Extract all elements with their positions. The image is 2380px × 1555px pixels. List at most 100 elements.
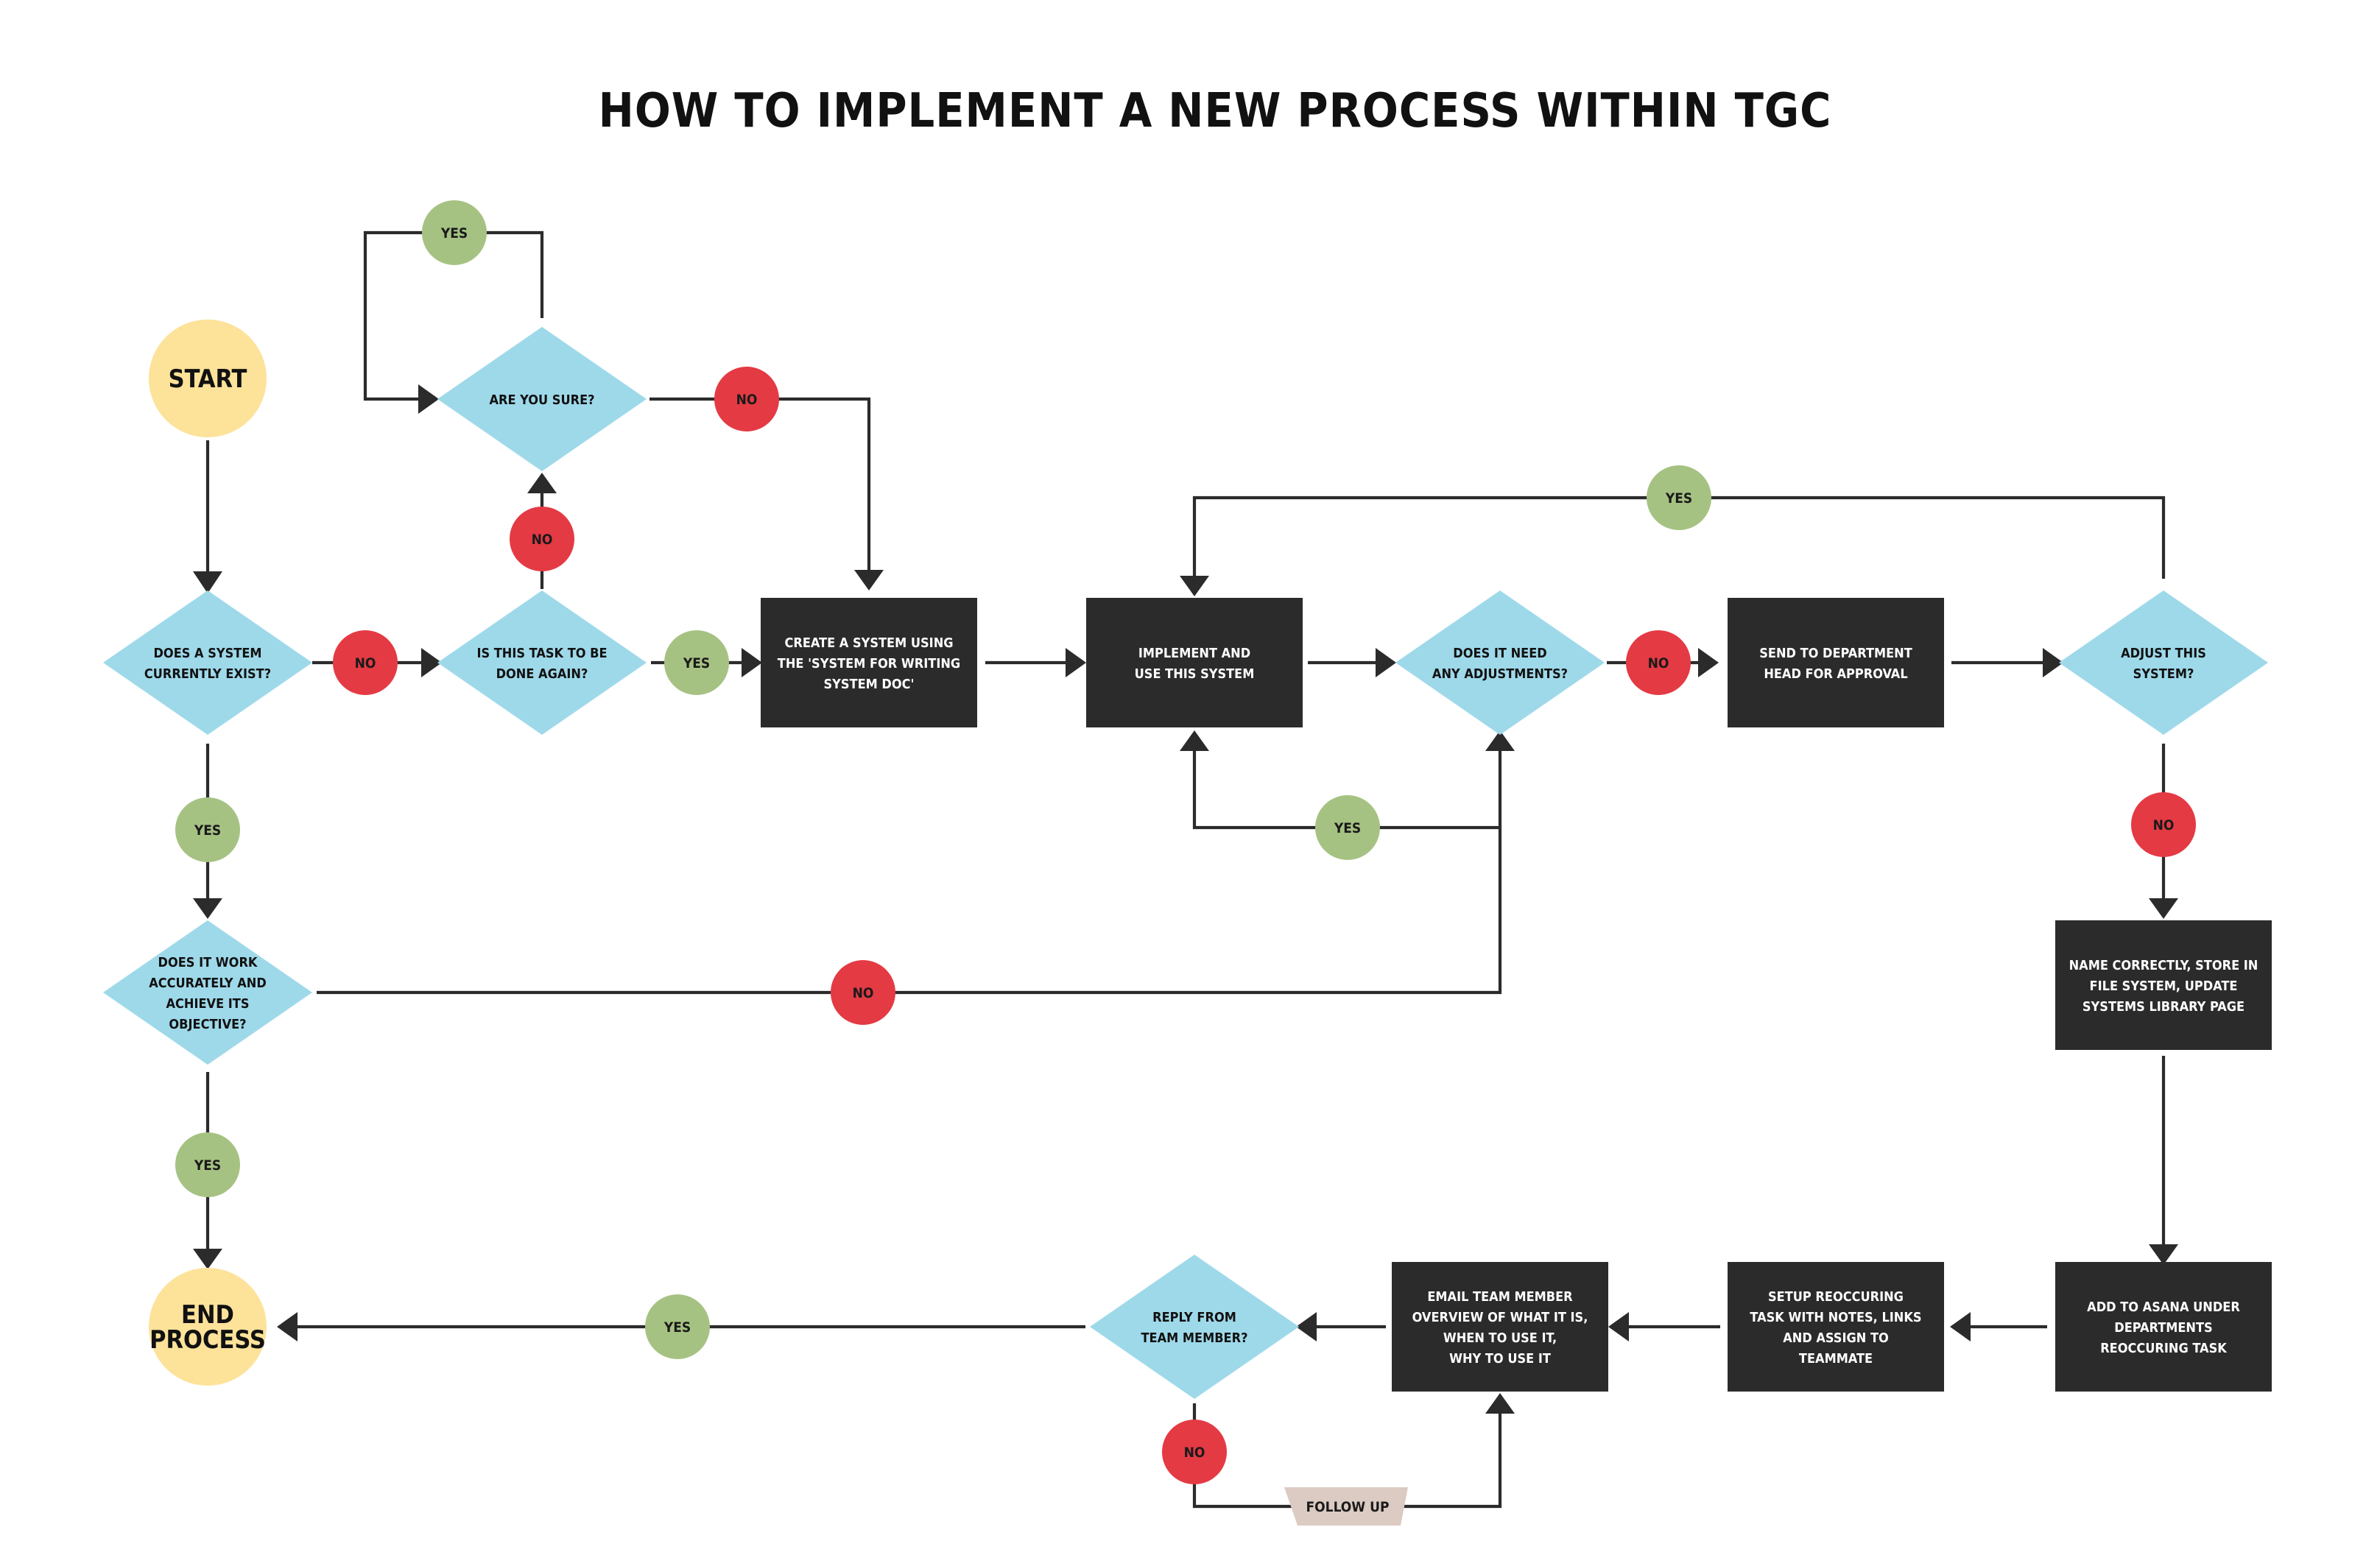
- arrowhead: [193, 1249, 222, 1269]
- node-create: CREATE A SYSTEM USING THE 'SYSTEM FOR WRI…: [761, 598, 977, 727]
- follow-up-label: FOLLOW UP: [1306, 1499, 1389, 1515]
- arrowhead: [1485, 1393, 1515, 1414]
- no-badge: NO: [1626, 630, 1691, 695]
- edge-adjustments-implement: [1192, 747, 1500, 830]
- arrowhead: [1608, 1312, 1629, 1341]
- nodes: START DOES A SYSTEM CURRENTLY EXIST? IS THI…: [103, 320, 2272, 1399]
- yes-badge-label: YES: [663, 1319, 691, 1336]
- no-badge-circle: [2131, 792, 2196, 857]
- arrowhead: [1296, 1312, 1317, 1341]
- edge-sure-loop: [363, 230, 544, 401]
- process-box: [761, 598, 977, 727]
- no-badge-label: NO: [532, 532, 553, 548]
- no-badge-circle: [1626, 630, 1691, 695]
- yes-badge-circle: [422, 200, 487, 265]
- node-label-line: DOES IT WORK: [158, 955, 258, 970]
- node-label-line: IMPLEMENT AND: [1138, 646, 1250, 661]
- yes-badge: YES: [1315, 795, 1380, 860]
- node-again: IS THIS TASK TO BE DONE AGAIN?: [437, 590, 647, 735]
- no-badge-label: NO: [736, 392, 758, 408]
- decision-diamond: [1090, 1255, 1299, 1399]
- node-label-line: PROCESS: [149, 1325, 266, 1355]
- node-sure: ARE YOU SURE?: [437, 327, 647, 471]
- node-works: DOES IT WORK ACCURATELY AND ACHIEVE ITS OBJ…: [103, 920, 312, 1065]
- yes-badge-circle: [1315, 795, 1380, 860]
- arrowhead: [1180, 730, 1209, 751]
- no-badge: NO: [831, 960, 895, 1025]
- node-label-line: THE 'SYSTEM FOR WRITING: [778, 656, 960, 671]
- node-label-line: ADD TO ASANA UNDER: [2087, 1300, 2240, 1315]
- arrowhead: [193, 898, 222, 919]
- yes-badge-label: YES: [194, 1157, 221, 1174]
- terminal-circle: [149, 1268, 267, 1386]
- node-label-line: SYSTEMS LIBRARY PAGE: [2082, 999, 2245, 1015]
- node-label-line: OVERVIEW OF WHAT IT IS,: [1412, 1310, 1588, 1325]
- node-label-line: DONE AGAIN?: [496, 666, 588, 682]
- node-label-line: SETUP REOCCURING: [1768, 1289, 1904, 1305]
- node-implement: IMPLEMENT AND USE THIS SYSTEM: [1086, 598, 1303, 727]
- arrowhead: [527, 473, 557, 493]
- decision-diamond: [2059, 590, 2268, 735]
- node-start: START: [149, 320, 267, 437]
- node-label-line: WHEN TO USE IT,: [1443, 1330, 1557, 1346]
- node-label-line: REPLY FROM: [1152, 1310, 1236, 1325]
- node-reply: REPLY FROM TEAM MEMBER?: [1090, 1255, 1299, 1399]
- arrowhead: [2043, 648, 2063, 677]
- node-label-line: TASK WITH NOTES, LINKS: [1750, 1310, 1921, 1325]
- node-label-line: USE THIS SYSTEM: [1135, 666, 1255, 682]
- decision-diamond: [103, 590, 312, 735]
- no-badge-circle: [831, 960, 895, 1025]
- arrowhead: [742, 648, 762, 677]
- edge-works-adjustments: [317, 747, 1502, 995]
- arrowhead: [1376, 648, 1396, 677]
- process-box: [1086, 598, 1303, 727]
- node-label-line: START: [169, 364, 247, 394]
- arrowheads: [193, 384, 2178, 1414]
- terminal-circle: [149, 320, 267, 437]
- node-label-line: ARE YOU SURE?: [489, 392, 594, 408]
- process-box: [1392, 1262, 1608, 1392]
- arrowhead: [854, 570, 884, 590]
- process-box: [2055, 920, 2272, 1050]
- node-label-line: ANY ADJUSTMENTS?: [1432, 666, 1568, 682]
- node-label-line: DOES A SYSTEM: [153, 646, 261, 661]
- node-label-line: SEND TO DEPARTMENT: [1759, 646, 1912, 661]
- process-box: [2055, 1262, 2272, 1392]
- no-badge: NO: [1162, 1420, 1227, 1484]
- node-label-line: SYSTEM?: [2133, 666, 2194, 682]
- yes-badge: YES: [175, 1132, 240, 1197]
- node-label-line: ACHIEVE ITS: [166, 996, 249, 1012]
- no-badge-label: NO: [2153, 817, 2175, 833]
- node-label-line: SYSTEM DOC': [824, 677, 915, 692]
- node-label-line: CURRENTLY EXIST?: [144, 666, 271, 682]
- node-label-line: ADJUST THIS: [2121, 646, 2206, 661]
- node-asana: ADD TO ASANA UNDERDEPARTMENTSREOCCURING …: [2055, 1262, 2272, 1392]
- yes-badge-circle: [664, 630, 729, 695]
- node-label-line: IS THIS TASK TO BE: [476, 646, 607, 661]
- yes-badge-circle: [1647, 465, 1711, 530]
- process-box: [1728, 598, 1944, 727]
- arrowhead: [1698, 648, 1719, 677]
- node-label-line: OBJECTIVE?: [169, 1017, 246, 1032]
- node-label-line: DEPARTMENTS: [2114, 1320, 2212, 1336]
- yes-badge-label: YES: [1334, 820, 1361, 836]
- node-label-line: END: [181, 1300, 234, 1330]
- follow-up-note-shape: [1284, 1487, 1408, 1526]
- yes-badge-circle: [175, 1132, 240, 1197]
- yes-badge-circle: [645, 1294, 710, 1359]
- node-label-line: ACCURATELY AND: [149, 976, 267, 991]
- node-label-line: TEAM MEMBER?: [1141, 1330, 1248, 1346]
- arrowhead: [1180, 576, 1209, 596]
- follow-up-note: FOLLOW UP: [1284, 1487, 1408, 1526]
- node-exist: DOES A SYSTEM CURRENTLY EXIST?: [103, 590, 312, 735]
- node-label-line: CREATE A SYSTEM USING: [784, 635, 953, 651]
- no-badge: NO: [2131, 792, 2196, 857]
- yes-badge-circle: [175, 797, 240, 862]
- yes-badge: YES: [664, 630, 729, 695]
- arrowhead: [1485, 730, 1515, 751]
- yes-badge: YES: [645, 1294, 710, 1359]
